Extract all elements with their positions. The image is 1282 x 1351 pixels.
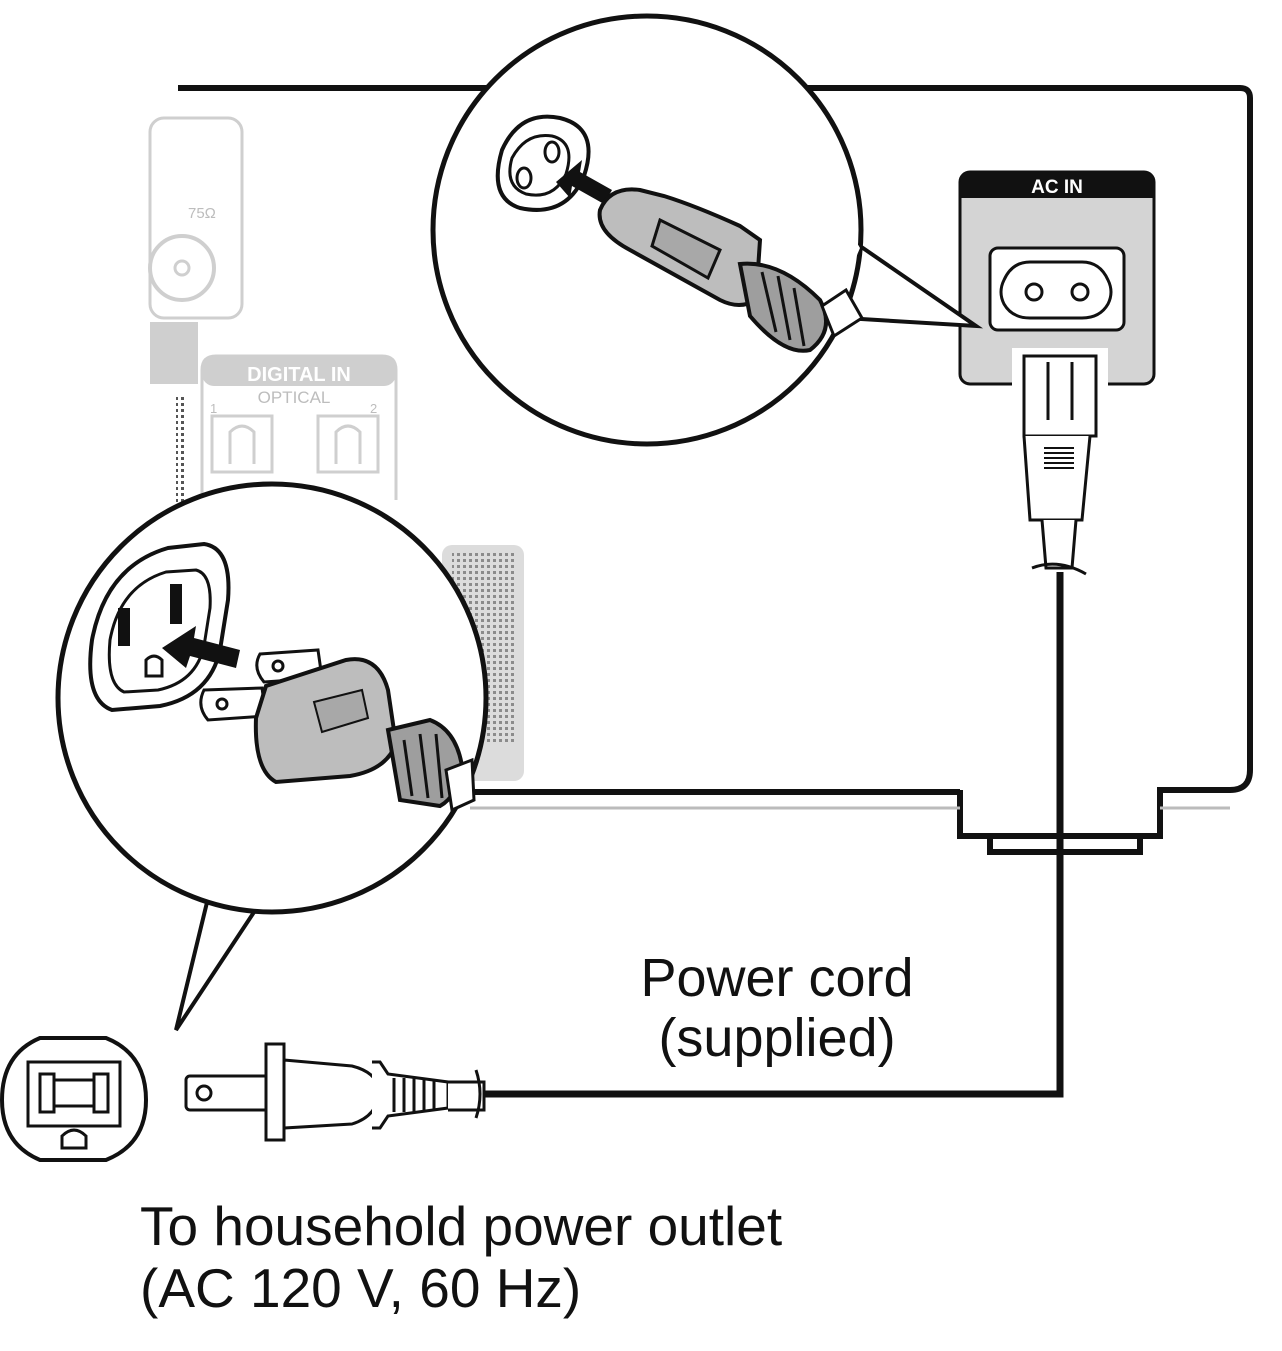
plug-grip-lines: [1044, 447, 1074, 469]
ac-inlet-socket: [999, 260, 1113, 320]
power-cord-line: [484, 572, 1064, 1098]
optical-port-2: [316, 414, 380, 474]
optical-port-1-label: 1: [210, 401, 217, 416]
optical-port-1: [210, 414, 274, 474]
digital-in-block: DIGITAL IN OPTICAL 1 2: [200, 354, 398, 500]
insert-arrow-icon: [162, 626, 240, 668]
left-partial-block: [150, 322, 198, 506]
wall-socket-closeup: [88, 541, 231, 713]
digital-in-label: DIGITAL IN: [247, 364, 351, 386]
ac-in-panel: AC IN: [958, 170, 1156, 386]
outlet-caption-line2: (AC 120 V, 60 Hz): [140, 1256, 582, 1319]
outlet-detail-callout: [55, 481, 489, 1032]
ac-in-label: AC IN: [1031, 177, 1083, 198]
optical-label: OPTICAL: [258, 388, 331, 407]
power-cord-caption: Power cord (supplied): [632, 948, 922, 1069]
two-prong-plug-closeup: [199, 648, 476, 813]
optical-port-2-label: 2: [370, 401, 377, 416]
iec-plug-closeup: [597, 187, 865, 353]
antenna-terminal-block: 75Ω: [148, 116, 244, 320]
ac-plug-connected: [1012, 348, 1108, 576]
outlet-caption: To household power outlet (AC 120 V, 60 …: [140, 1195, 783, 1319]
ac-in-detail-callout: [430, 13, 984, 447]
insert-arrow-icon: [556, 160, 612, 204]
outlet-caption-line1: To household power outlet: [140, 1195, 783, 1257]
power-cord-caption-line2: (supplied): [658, 1008, 896, 1069]
device-rear-panel: [178, 85, 1253, 855]
antenna-impedance-label: 75Ω: [188, 205, 216, 222]
cord-plug-icon: [184, 1042, 486, 1142]
power-cord-caption-line1: Power cord: [640, 948, 914, 1008]
wall-outlet-icon: [0, 1036, 149, 1162]
